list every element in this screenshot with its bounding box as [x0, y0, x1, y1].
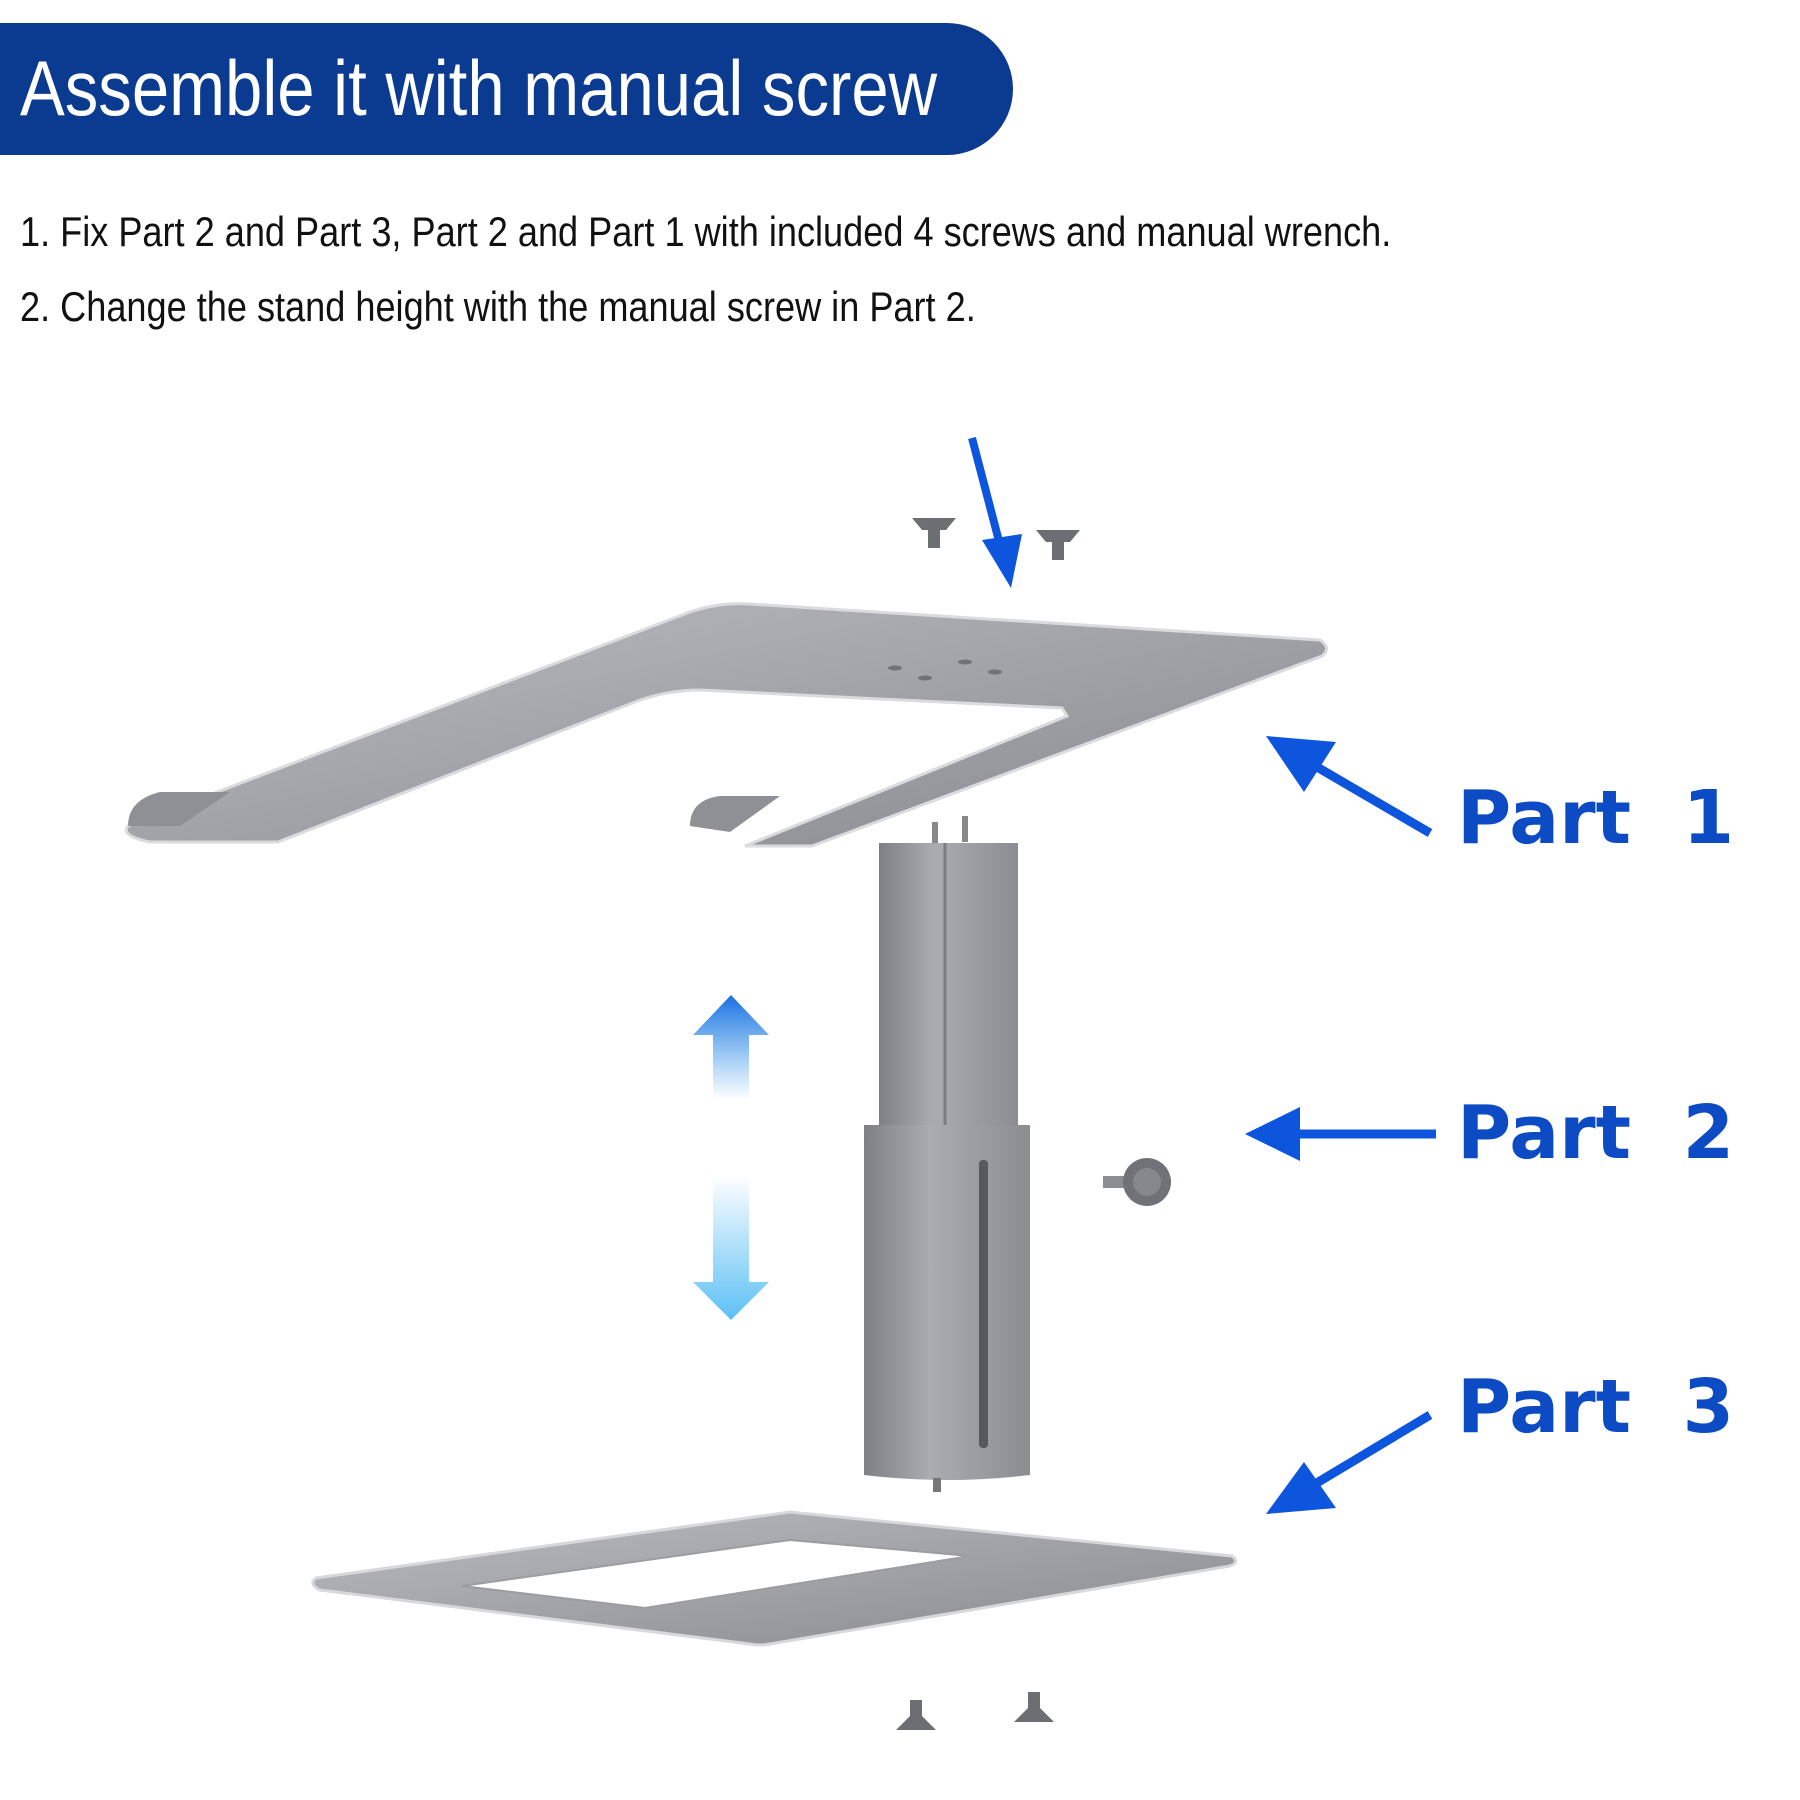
screw-icon: [912, 518, 1080, 560]
height-adjust-arrow-icon: [693, 995, 769, 1320]
part-2-column: [864, 816, 1030, 1492]
part-1-top-plate: [124, 602, 1328, 848]
page-title: Assemble it with manual screw: [20, 44, 938, 132]
part-2-label: Part 2: [1457, 1090, 1735, 1176]
adjustment-knob-icon: [1103, 1158, 1171, 1206]
part-3-base-plate: [311, 1510, 1237, 1647]
instruction-step-1: 1. Fix Part 2 and Part 3, Part 2 and Par…: [20, 208, 1392, 255]
title-banner: Assemble it with manual screw: [0, 23, 1013, 155]
instruction-step-2: 2. Change the stand height with the manu…: [20, 283, 976, 330]
pointer-arrows: [968, 436, 1436, 1514]
part-1-label: Part 1: [1457, 775, 1735, 861]
part-3-label: Part 3: [1457, 1364, 1735, 1450]
arrow-part-3-icon: [1302, 1411, 1433, 1494]
arrow-part-1-icon: [1302, 756, 1433, 837]
screw-icon: [896, 1692, 1054, 1730]
arrow-down-icon: [968, 436, 1004, 547]
